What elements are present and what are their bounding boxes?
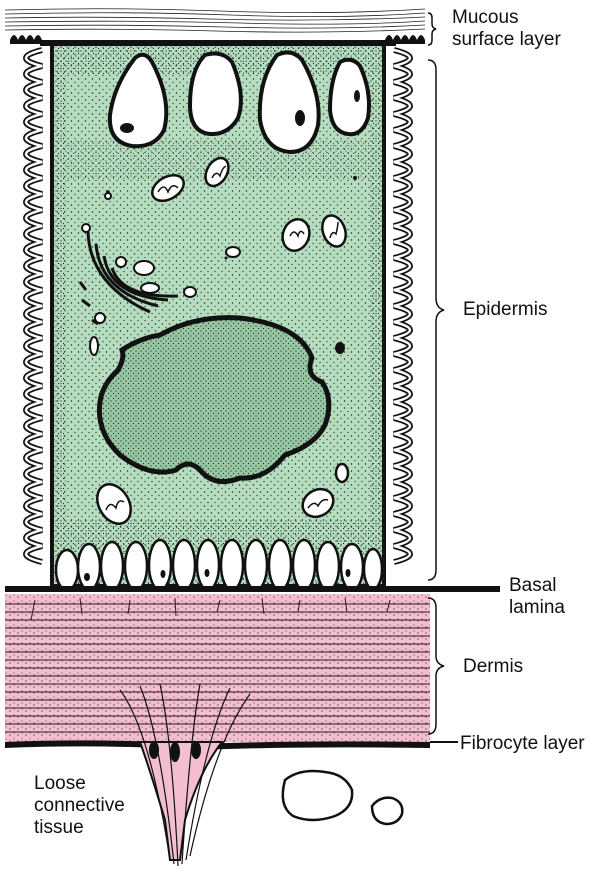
basal-lamina xyxy=(5,586,500,592)
dermis-bracket xyxy=(428,598,444,734)
label-dermis: Dermis xyxy=(463,656,523,678)
loose-tissue-cells xyxy=(283,771,403,824)
label-basal-lamina: Basal lamina xyxy=(509,575,565,619)
brackets xyxy=(428,13,500,734)
label-fibrocyte-layer: Fibrocyte layer xyxy=(460,733,585,755)
label-loose-connective-tissue: Loose connective tissue xyxy=(34,773,125,839)
left-membrane-folds xyxy=(26,50,42,562)
epidermis-bracket xyxy=(428,60,444,580)
label-mucous-surface-layer: Mucous surface layer xyxy=(452,7,561,51)
mucous-surface-layer xyxy=(5,8,425,44)
mucous-bracket xyxy=(428,13,436,45)
right-membrane-folds xyxy=(394,50,410,562)
label-epidermis: Epidermis xyxy=(463,299,547,321)
